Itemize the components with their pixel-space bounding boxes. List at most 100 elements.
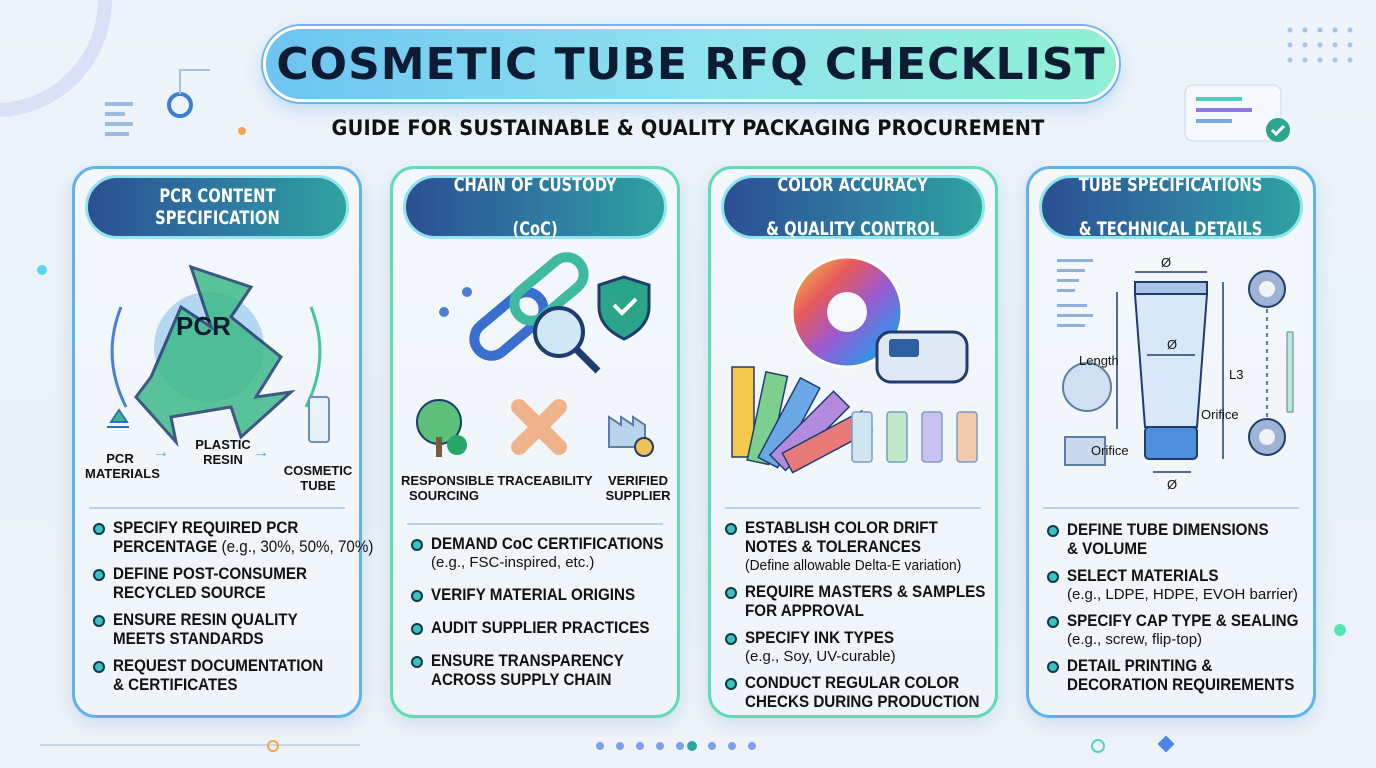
bullet-dot-icon <box>411 656 423 668</box>
panel-title-line2: SPECIFICATION <box>154 207 280 229</box>
divider <box>89 507 345 509</box>
checklist-item: SELECT MATERIALS(e.g., LDPE, HDPE, EVOH … <box>1045 567 1303 604</box>
label-responsible-sourcing: RESPONSIBLE SOURCING <box>401 473 495 503</box>
divider <box>1043 507 1299 509</box>
checklist-item: DEMAND CoC CERTIFICATIONS(e.g., FSC-insp… <box>409 535 667 572</box>
item-text: FOR APPROVAL <box>745 602 864 620</box>
item-text: VERIFY MATERIAL ORIGINS <box>431 586 636 604</box>
label-traceability: TRACEABILITY <box>497 473 593 488</box>
flow-plastic-resin: PLASTIC RESIN <box>195 437 251 467</box>
chain-magnifier-shield-icon <box>416 252 654 457</box>
item-text: CHECKS DURING PRODUCTION <box>745 693 980 711</box>
item-text: PERCENTAGE <box>113 538 218 556</box>
dim-diameter-bottom: Ø <box>1167 477 1178 492</box>
item-text: SPECIFY CAP TYPE & SEALING <box>1067 612 1299 630</box>
dim-diameter-top: Ø <box>1161 255 1172 270</box>
item-text: SELECT MATERIALS <box>1067 567 1219 585</box>
item-text: MEETS STANDARDS <box>113 630 264 648</box>
bullet-dot-icon <box>725 678 737 690</box>
item-note: (e.g., LDPE, HDPE, EVOH barrier) <box>1067 586 1298 603</box>
bullet-dot-icon <box>411 539 423 551</box>
item-note: (e.g., screw, flip-top) <box>1067 631 1203 648</box>
panel-title-line2: & QUALITY CONTROL <box>766 218 940 240</box>
bullet-dot-icon <box>411 623 423 635</box>
dim-orifice: Orifice <box>1201 407 1239 422</box>
panel-header: TUBE SPECIFICATIONS & TECHNICAL DETAILS <box>1039 174 1303 240</box>
item-text: ENSURE TRANSPARENCY <box>431 652 624 670</box>
checklist-item: REQUEST DOCUMENTATION& CERTIFICATES <box>91 657 349 695</box>
flow-pcr-materials: PCR MATERIALS <box>85 451 160 481</box>
panel-title-line1: TUBE SPECIFICATIONS <box>1079 174 1263 196</box>
item-text: SPECIFY REQUIRED PCR <box>113 519 299 537</box>
bullet-dot-icon <box>93 523 105 535</box>
panel-header: CHAIN OF CUSTODY (CoC) <box>403 174 667 240</box>
checklist-item: SPECIFY CAP TYPE & SEALING(e.g., screw, … <box>1045 612 1303 649</box>
panel-title-line1: CHAIN OF CUSTODY <box>453 174 617 196</box>
item-text: & VOLUME <box>1067 540 1148 558</box>
tube-diagram-icon <box>1057 259 1294 473</box>
color-wheel-swatches-icon <box>731 255 978 474</box>
bullet-dot-icon <box>1047 571 1059 583</box>
item-text: AUDIT SUPPLIER PRACTICES <box>431 619 650 637</box>
divider <box>407 523 663 525</box>
page-subtitle: GUIDE FOR SUSTAINABLE & QUALITY PACKAGIN… <box>331 116 1045 140</box>
bullet-dot-icon <box>1047 616 1059 628</box>
item-text: DECORATION REQUIREMENTS <box>1067 676 1295 694</box>
item-note: (e.g., FSC-inspired, etc.) <box>431 554 595 571</box>
bullet-dot-icon <box>725 523 737 535</box>
bullet-dot-icon <box>93 661 105 673</box>
checklist-item: VERIFY MATERIAL ORIGINS <box>409 586 667 605</box>
pcr-illustration: PCR PCR MATERIALS → PLASTIC RESIN → COSM… <box>81 247 353 503</box>
checklist-item: AUDIT SUPPLIER PRACTICES <box>409 619 667 638</box>
divider <box>725 507 981 509</box>
panel-header: COLOR ACCURACY & QUALITY CONTROL <box>721 174 985 240</box>
bullet-dot-icon <box>93 569 105 581</box>
panel-chain-of-custody: CHAIN OF CUSTODY (CoC) RESPONSIBLE SOURCI… <box>390 166 680 718</box>
dim-diameter-mid: Ø <box>1167 337 1178 352</box>
coc-illustration: RESPONSIBLE SOURCING TRACEABILITY VERIFI… <box>399 247 671 503</box>
flow-cosmetic-tube: COSMETIC TUBE <box>283 463 353 493</box>
bullet-dot-icon <box>411 590 423 602</box>
color-illustration <box>717 247 989 503</box>
item-note: (e.g., 30%, 50%, 70%) <box>221 538 374 556</box>
arrow-right-icon: → <box>253 444 269 461</box>
tube-diagram: Ø Ø Ø Length L3 Orifice Orifice <box>1035 247 1307 503</box>
item-text: DETAIL PRINTING & <box>1067 657 1213 675</box>
bullet-dot-icon <box>725 587 737 599</box>
panel-title-line1: PCR CONTENT <box>158 185 276 207</box>
panel-title-line2: & TECHNICAL DETAILS <box>1079 218 1263 240</box>
item-text: SPECIFY INK TYPES <box>745 629 895 647</box>
panel-color-accuracy: COLOR ACCURACY & QUALITY CONTROL <box>708 166 998 718</box>
recycle-globe-icon <box>107 264 330 448</box>
checklist: DEMAND CoC CERTIFICATIONS(e.g., FSC-insp… <box>409 535 667 698</box>
panel-title-line2: (CoC) <box>512 218 558 240</box>
arrow-right-icon: → <box>153 444 169 461</box>
item-text: DEMAND CoC CERTIFICATIONS <box>431 535 664 553</box>
checklist: DEFINE TUBE DIMENSIONS& VOLUME SELECT MA… <box>1045 521 1303 703</box>
item-text: ENSURE RESIN QUALITY <box>113 611 298 629</box>
dim-length: Length <box>1079 353 1119 368</box>
bullet-dot-icon <box>1047 525 1059 537</box>
bullet-dot-icon <box>725 633 737 645</box>
item-text: RECYCLED SOURCE <box>113 584 266 602</box>
label-verified-supplier: VERIFIED SUPPLIER <box>605 473 671 503</box>
item-note: (e.g., Soy, UV-curable) <box>745 648 896 665</box>
item-note: (Define allowable Delta-E variation) <box>745 557 962 574</box>
item-text: REQUIRE MASTERS & SAMPLES <box>745 583 986 601</box>
panel-title-line1: COLOR ACCURACY <box>777 174 929 196</box>
checklist-item: SPECIFY INK TYPES(e.g., Soy, UV-curable) <box>723 629 985 666</box>
item-text: ACROSS SUPPLY CHAIN <box>431 671 612 689</box>
checklist-item: DEFINE TUBE DIMENSIONS& VOLUME <box>1045 521 1303 559</box>
dim-l3: L3 <box>1229 367 1244 382</box>
